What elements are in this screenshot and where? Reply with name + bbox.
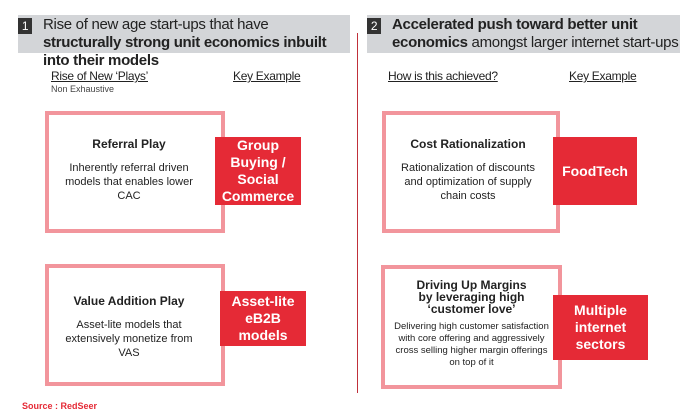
- section2-title-bold: Accelerated push toward better unit econ…: [392, 16, 638, 51]
- section1-col-left-sub: Non Exhaustive: [51, 84, 115, 94]
- method-title: Driving Up Margins by leveraging high ‘c…: [416, 278, 527, 316]
- example-badge: Asset-lite eB2B models: [220, 291, 306, 346]
- section1-number: 1: [18, 18, 32, 34]
- example-badge: Multiple internet sectors: [553, 295, 648, 360]
- section2-col-left: How is this achieved?: [388, 69, 498, 83]
- section1-col-right: Key Example: [233, 69, 301, 83]
- section1-col-left: Rise of New ‘Plays’: [51, 69, 148, 83]
- example-badge: Group Buying / Social Commerce: [215, 137, 301, 205]
- play-title: Referral Play: [92, 137, 166, 151]
- method-desc: Delivering high customer satisfaction wi…: [394, 321, 549, 368]
- method-desc: Rationalization of discounts and optimiz…: [401, 162, 535, 202]
- method-card: Driving Up Margins by leveraging high ‘c…: [381, 265, 562, 389]
- section2-header: 2 Accelerated push toward better unit ec…: [367, 15, 680, 53]
- play-desc: Asset-lite models that extensively monet…: [65, 319, 193, 359]
- play-desc: Inherently referral driven models that e…: [65, 162, 193, 202]
- section1-title-plain: Rise of new age start-ups that have: [43, 16, 269, 33]
- section1-title-bold: structurally strong unit economics inbui…: [43, 34, 327, 69]
- section2-number: 2: [367, 18, 381, 34]
- section2-title-plain: amongst larger internet start-ups: [467, 34, 679, 51]
- play-card: Value Addition Play Asset-lite models th…: [45, 264, 225, 386]
- method-title: Cost Rationalization: [410, 137, 526, 151]
- method-card: Cost Rationalization Rationalization of …: [382, 111, 560, 233]
- divider: [357, 33, 358, 393]
- source-note: Source : RedSeer: [22, 401, 98, 411]
- play-card: Referral Play Inherently referral driven…: [45, 111, 225, 233]
- example-badge: FoodTech: [553, 137, 637, 205]
- section2-col-right: Key Example: [569, 69, 637, 83]
- play-title: Value Addition Play: [73, 294, 185, 308]
- section1-header: 1 Rise of new age start-ups that have st…: [18, 15, 350, 69]
